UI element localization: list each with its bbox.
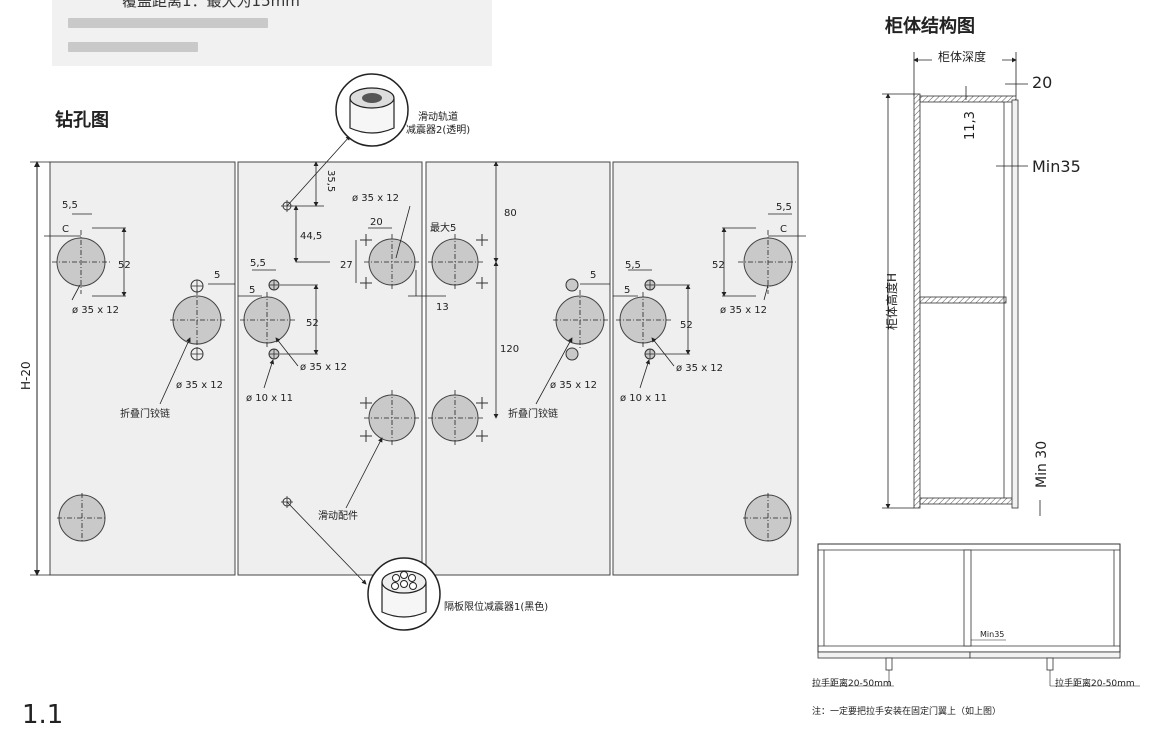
p4-dia-hinge: ø 35 x 12 — [676, 363, 723, 374]
p3-dim-max5: 最大5 — [430, 221, 456, 234]
cabinet-heading: 柜体结构图 — [885, 16, 975, 37]
p3-hinge-label: 折叠门铰链 — [508, 407, 558, 420]
p3-dim-5: 5 — [590, 270, 596, 281]
page-number: 1.1 — [22, 700, 64, 730]
p3-dim-120: 120 — [500, 344, 519, 355]
cabinet-depth-label: 柜体深度 — [938, 49, 986, 64]
cabinet-height-label: 柜体高度H — [884, 273, 899, 330]
damper2-leader — [286, 135, 351, 207]
door-panel-3 — [425, 161, 611, 576]
top-note-box: 覆盖距离1：最大为15mm — [52, 0, 492, 66]
drilling-heading: 钻孔图 — [55, 110, 109, 131]
blurred-text — [68, 18, 268, 28]
panel4-cup-hole — [738, 230, 798, 294]
damper1-icon — [367, 557, 441, 631]
damper2-icon — [335, 73, 409, 147]
p4-dia-screw: ø 10 x 11 — [620, 393, 667, 404]
cabinet-min35-small: Min35 — [980, 630, 1004, 639]
p1-dia-cup: ø 35 x 12 — [72, 305, 119, 316]
p1-dim-55: 5,5 — [62, 200, 78, 211]
damper2-label-1: 滑动轨道 — [418, 110, 458, 123]
p2-slide-label: 滑动配件 — [318, 510, 358, 522]
p2-dim-27: 27 — [340, 260, 353, 271]
p4-dim-52-r: 52 — [712, 260, 725, 271]
handle-distance-left: 拉手距离20-50mm — [812, 679, 892, 689]
p2-dim-355: 35,5 — [325, 170, 336, 192]
p3-dia-hinge: ø 35 x 12 — [550, 380, 597, 391]
p1-hinge-label: 折叠门铰链 — [120, 407, 170, 420]
damper2-label-2: 减震器2(透明) — [406, 124, 470, 136]
damper1-label: 隔板限位减震器1(黑色) — [444, 600, 548, 613]
panel3-pin-bottom — [565, 347, 579, 361]
cabinet-min30: Min 30 — [1034, 441, 1050, 488]
p1-dim-52: 52 — [118, 260, 131, 271]
p2-dim-445: 44,5 — [300, 231, 322, 242]
p4-dim-55-r: 5,5 — [776, 202, 792, 213]
p2-dim-52: 52 — [306, 318, 319, 329]
p4-dim-55: 5,5 — [625, 260, 641, 271]
p3-dim-13: 13 — [436, 302, 449, 313]
cabinet-dim-20: 20 — [1032, 73, 1052, 92]
panel1-cup-hole — [52, 230, 111, 294]
p4-dim-5: 5 — [624, 285, 630, 296]
p3-dim-80: 80 — [504, 208, 517, 219]
note-text: 覆盖距离1：最大为15mm — [122, 0, 300, 10]
p4-dia-cup: ø 35 x 12 — [720, 305, 767, 316]
panel3-pin-top — [565, 278, 579, 292]
blurred-text — [68, 42, 198, 52]
cabinet-dim-113: 11,3 — [963, 111, 978, 140]
p2-dim-5: 5 — [249, 285, 255, 296]
cabinet-min35: Min35 — [1032, 157, 1081, 176]
cabinet-top-view: Min35 — [812, 543, 1140, 687]
p2-dia-screw: ø 10 x 11 — [246, 393, 293, 404]
damper1-leader — [286, 501, 367, 585]
p2-dim-55: 5,5 — [250, 258, 266, 269]
p2-dim-20: 20 — [370, 217, 383, 228]
door-panel-2 — [237, 161, 423, 576]
p4-dim-52: 52 — [680, 320, 693, 331]
cabinet-footnote: 注：一定要把拉手安装在固定门翼上（如上图） — [812, 707, 1002, 717]
p1-dim-c: C — [62, 224, 69, 235]
handle-distance-right: 拉手距离20-50mm — [1055, 679, 1135, 689]
h20-label: H-20 — [19, 361, 33, 390]
p4-dim-c: C — [780, 224, 787, 235]
p2-dia-hinge: ø 35 x 12 — [300, 362, 347, 373]
p1-dia-hinge: ø 35 x 12 — [176, 380, 223, 391]
cabinet-side-view: 柜体深度 20 11,3 Min35 柜体高度H Min 30 — [882, 49, 1081, 516]
p1-dim-5: 5 — [214, 270, 220, 281]
p2-dia-slide: ø 35 x 12 — [352, 193, 399, 204]
